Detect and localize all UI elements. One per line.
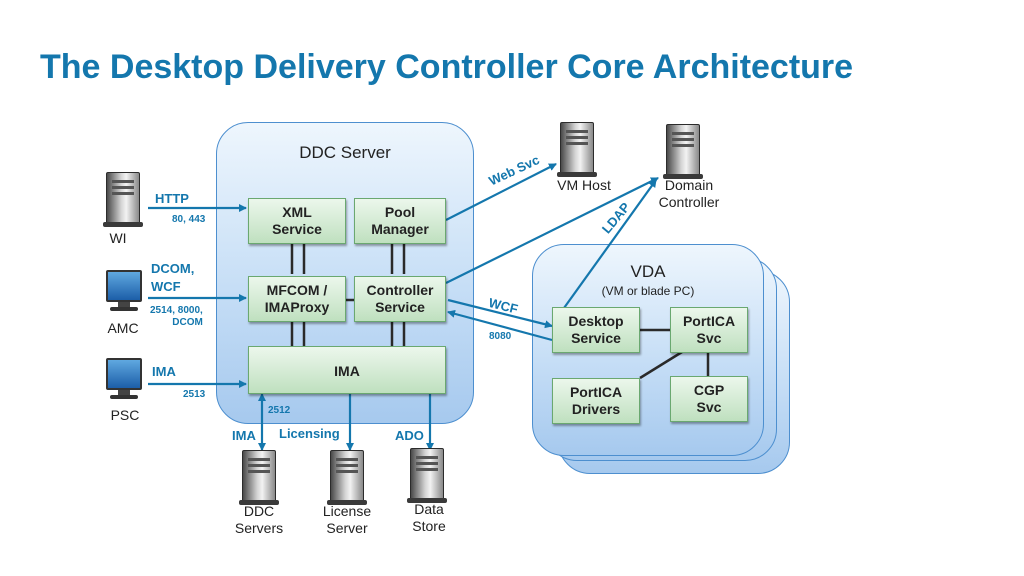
vm-host-server-icon bbox=[557, 122, 597, 177]
desktop-service-box: Desktop Service bbox=[552, 307, 640, 353]
ddc-server-label: DDC Server bbox=[299, 143, 391, 162]
page-title: The Desktop Delivery Controller Core Arc… bbox=[40, 48, 854, 86]
ddc-servers-label: DDC Servers bbox=[234, 503, 284, 536]
licensing-label: Licensing bbox=[279, 426, 340, 441]
dcom-ports-label: 2514, 8000, DCOM bbox=[150, 305, 203, 328]
data-store-server-icon bbox=[407, 448, 447, 503]
ima-bottom-port-label: 2512 bbox=[268, 405, 291, 416]
data-store-label: Data Store bbox=[412, 501, 446, 534]
wcf-port-label: 8080 bbox=[489, 331, 512, 342]
http-label: HTTP bbox=[155, 191, 189, 206]
wi-server-icon bbox=[103, 172, 143, 227]
amc-label: AMC bbox=[107, 320, 139, 336]
vm-host-label: VM Host bbox=[557, 177, 611, 193]
vda-label: VDA bbox=[630, 262, 666, 281]
pool-manager-box: Pool Manager bbox=[354, 198, 446, 244]
dcom-wcf-label: DCOM, WCF bbox=[151, 261, 195, 294]
ima-left-label: IMA bbox=[152, 364, 176, 379]
ima-box: IMA bbox=[248, 346, 446, 394]
xml-service-box: XML Service bbox=[248, 198, 346, 244]
wi-label: WI bbox=[109, 230, 127, 246]
ima-port-label: 2513 bbox=[183, 389, 206, 400]
domain-controller-server-icon bbox=[663, 124, 703, 179]
http-ports-label: 80, 443 bbox=[172, 214, 206, 225]
ima-bottom-label: IMA bbox=[232, 428, 256, 443]
license-server-label: License Server bbox=[322, 503, 372, 536]
cgp-svc-box: CGP Svc bbox=[670, 376, 748, 422]
portica-svc-box: PortICA Svc bbox=[670, 307, 748, 353]
ddc-servers-server-icon bbox=[239, 450, 279, 505]
controller-service-box: Controller Service bbox=[354, 276, 446, 322]
mfcom-imaproxy-box: MFCOM / IMAProxy bbox=[248, 276, 346, 322]
psc-label: PSC bbox=[110, 407, 140, 423]
domain-controller-label: Domain Controller bbox=[658, 177, 720, 210]
portica-drivers-box: PortICA Drivers bbox=[552, 378, 640, 424]
vda-sublabel: (VM or blade PC) bbox=[601, 284, 695, 298]
ado-label: ADO bbox=[395, 428, 424, 443]
amc-monitor-icon bbox=[106, 270, 142, 311]
psc-monitor-icon bbox=[106, 358, 142, 399]
license-server-icon bbox=[327, 450, 367, 505]
